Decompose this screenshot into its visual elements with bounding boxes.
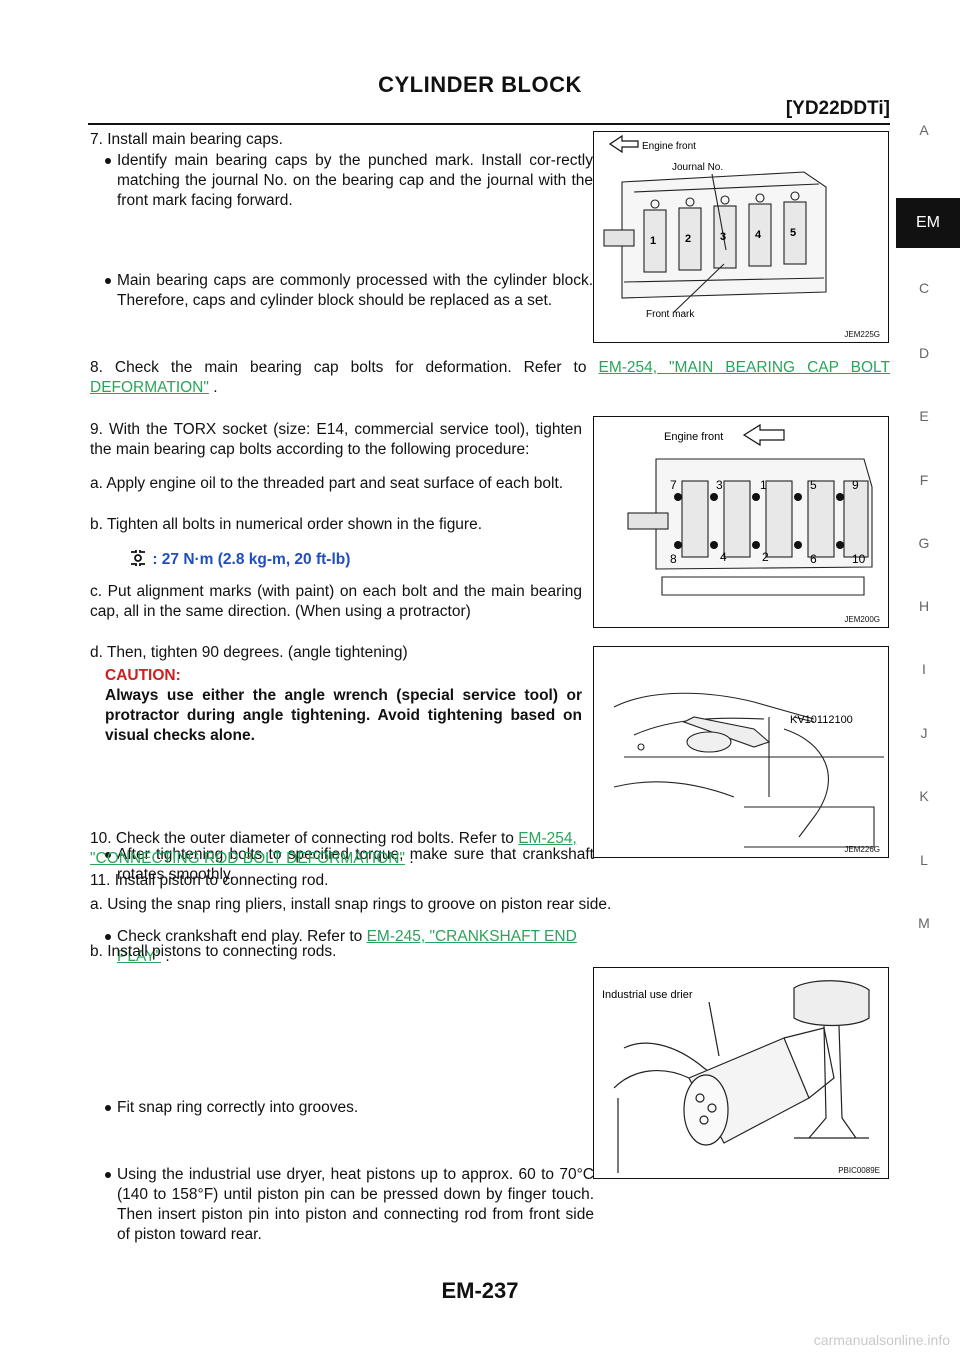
bolt-7: 7 [670, 478, 677, 492]
endplay-tail: . [165, 948, 170, 965]
bolt-5: 5 [810, 478, 817, 492]
bolt-3: 3 [716, 478, 723, 492]
index-k[interactable]: K [919, 788, 929, 804]
step-8-text: 8. Check the main bearing cap bolts for … [90, 359, 587, 376]
step-9-bullet-endplay: Check crankshaft end play. Refer to EM-2… [105, 927, 594, 967]
engine-front-arrow-icon [742, 423, 785, 447]
step-7: 7. Install main bearing caps. [90, 131, 283, 148]
bolt-8: 8 [670, 552, 677, 566]
index-f[interactable]: F [919, 472, 929, 488]
journal-3: 3 [720, 231, 726, 243]
step-10: 10. Check the outer diameter of connecti… [90, 829, 582, 869]
step-11-a-bullet: Fit snap ring correctly into grooves. [105, 1098, 817, 1118]
link-main-bearing-cap-bolt-deformation[interactable]: EM-254, "MAIN BEARING CAP BOLT DEFORMATI… [90, 359, 890, 396]
label-kv10112100: KV10112100 [790, 714, 853, 726]
page-title: CYLINDER BLOCK [378, 72, 582, 97]
step-8: 8. Check the main bearing cap bolts for … [90, 358, 890, 398]
index-h[interactable]: H [918, 598, 930, 614]
header-rule [88, 123, 890, 125]
figure-code-jem225g: JEM225G [844, 330, 880, 339]
index-g[interactable]: G [918, 535, 930, 551]
torque-wrench-icon [131, 550, 145, 566]
step-11-b-bullet: Using the industrial use dryer, heat pis… [105, 1165, 594, 1245]
torque-value: : 27 N·m (2.8 kg-m, 20 ft-lb) [152, 551, 351, 568]
bolt-4: 4 [720, 550, 727, 564]
step-7-bullet-2: Main bearing caps are commonly processed… [105, 271, 593, 311]
journal-5: 5 [790, 227, 796, 239]
index-m[interactable]: M [918, 915, 930, 931]
index-d[interactable]: D [918, 345, 930, 361]
step-7-bullet-1: Identify main bearing caps by the punche… [105, 151, 593, 211]
label-industrial-use-drier: Industrial use drier [602, 989, 693, 1001]
step-11: 11. Install piston to connecting rod. [90, 872, 329, 889]
figure-code-jem200g: JEM200G [844, 615, 880, 624]
step-9-b: b. Tighten all bolts in numerical order … [90, 516, 483, 533]
endplay-text: Check crankshaft end play. Refer to [117, 928, 363, 945]
link-crankshaft-end-play[interactable]: EM-245, "CRANKSHAFT END PLAY" [117, 928, 577, 965]
bolt-1: 1 [760, 478, 767, 492]
index-c[interactable]: C [918, 280, 930, 296]
label-engine-front: Engine front [642, 141, 696, 152]
index-em-active[interactable]: EM [896, 198, 960, 248]
step-9-bullet-smooth: After tightening bolts to specified torq… [105, 845, 594, 885]
step-10-tail: . [409, 850, 414, 867]
journal-4: 4 [755, 229, 762, 241]
bolt-2: 2 [762, 550, 769, 564]
step-11-b: b. Install pistons to connecting rods. [90, 943, 337, 960]
journal-1: 1 [650, 235, 656, 247]
page-number: EM-237 [441, 1278, 519, 1303]
figure-code-pbic0089e: PBIC0089E [838, 1166, 880, 1175]
figure-main-bearing-caps: Engine front Journal No. 1 2 3 4 5 Front… [593, 131, 889, 343]
engine-code: [YD22DDTi] [785, 98, 890, 119]
step-8-tail: . [213, 379, 218, 396]
bolt-6: 6 [810, 552, 817, 566]
step-9-c: c. Put alignment marks (with paint) on e… [90, 583, 582, 620]
engine-front-arrow-icon [608, 134, 639, 154]
label-journal-no: Journal No. [672, 162, 723, 173]
torque-spec: : 27 N·m (2.8 kg-m, 20 ft-lb) [128, 549, 568, 570]
caution-text: Always use either the angle wrench (spec… [105, 687, 582, 744]
index-i[interactable]: I [922, 661, 926, 677]
bolt-9: 9 [852, 478, 859, 492]
journal-2: 2 [685, 233, 691, 245]
bolt-10: 10 [852, 552, 866, 566]
step-9-a: a. Apply engine oil to the threaded part… [90, 475, 564, 492]
index-j[interactable]: J [920, 725, 928, 741]
index-a[interactable]: A [919, 122, 929, 138]
figure-tightening-order: Engine front 7 3 1 5 9 8 4 2 6 10 JEM200… [593, 416, 889, 628]
label-front-mark: Front mark [646, 309, 695, 320]
caution-label: CAUTION: [105, 667, 181, 684]
step-10-text: 10. Check the outer diameter of connecti… [90, 830, 514, 847]
index-e[interactable]: E [919, 408, 929, 424]
label-engine-front-2: Engine front [664, 431, 723, 443]
step-11-a: a. Using the snap ring pliers, install s… [90, 896, 612, 913]
figure-industrial-drier: Industrial use drier PBIC0089E [593, 967, 889, 1179]
step-9: 9. With the TORX socket (size: E14, comm… [90, 421, 582, 458]
index-l[interactable]: L [920, 852, 928, 868]
figure-angle-wrench: KV10112100 JEM226G [593, 646, 889, 858]
figure-code-jem226g: JEM226G [844, 845, 880, 854]
step-9-d: d. Then, tighten 90 degrees. (angle tigh… [90, 644, 408, 661]
link-connecting-rod-bolt-deformation[interactable]: EM-254, "CONNECTING ROD BOLT DEFORMATION… [90, 830, 577, 867]
watermark: carmanualsonline.info [813, 1332, 950, 1348]
